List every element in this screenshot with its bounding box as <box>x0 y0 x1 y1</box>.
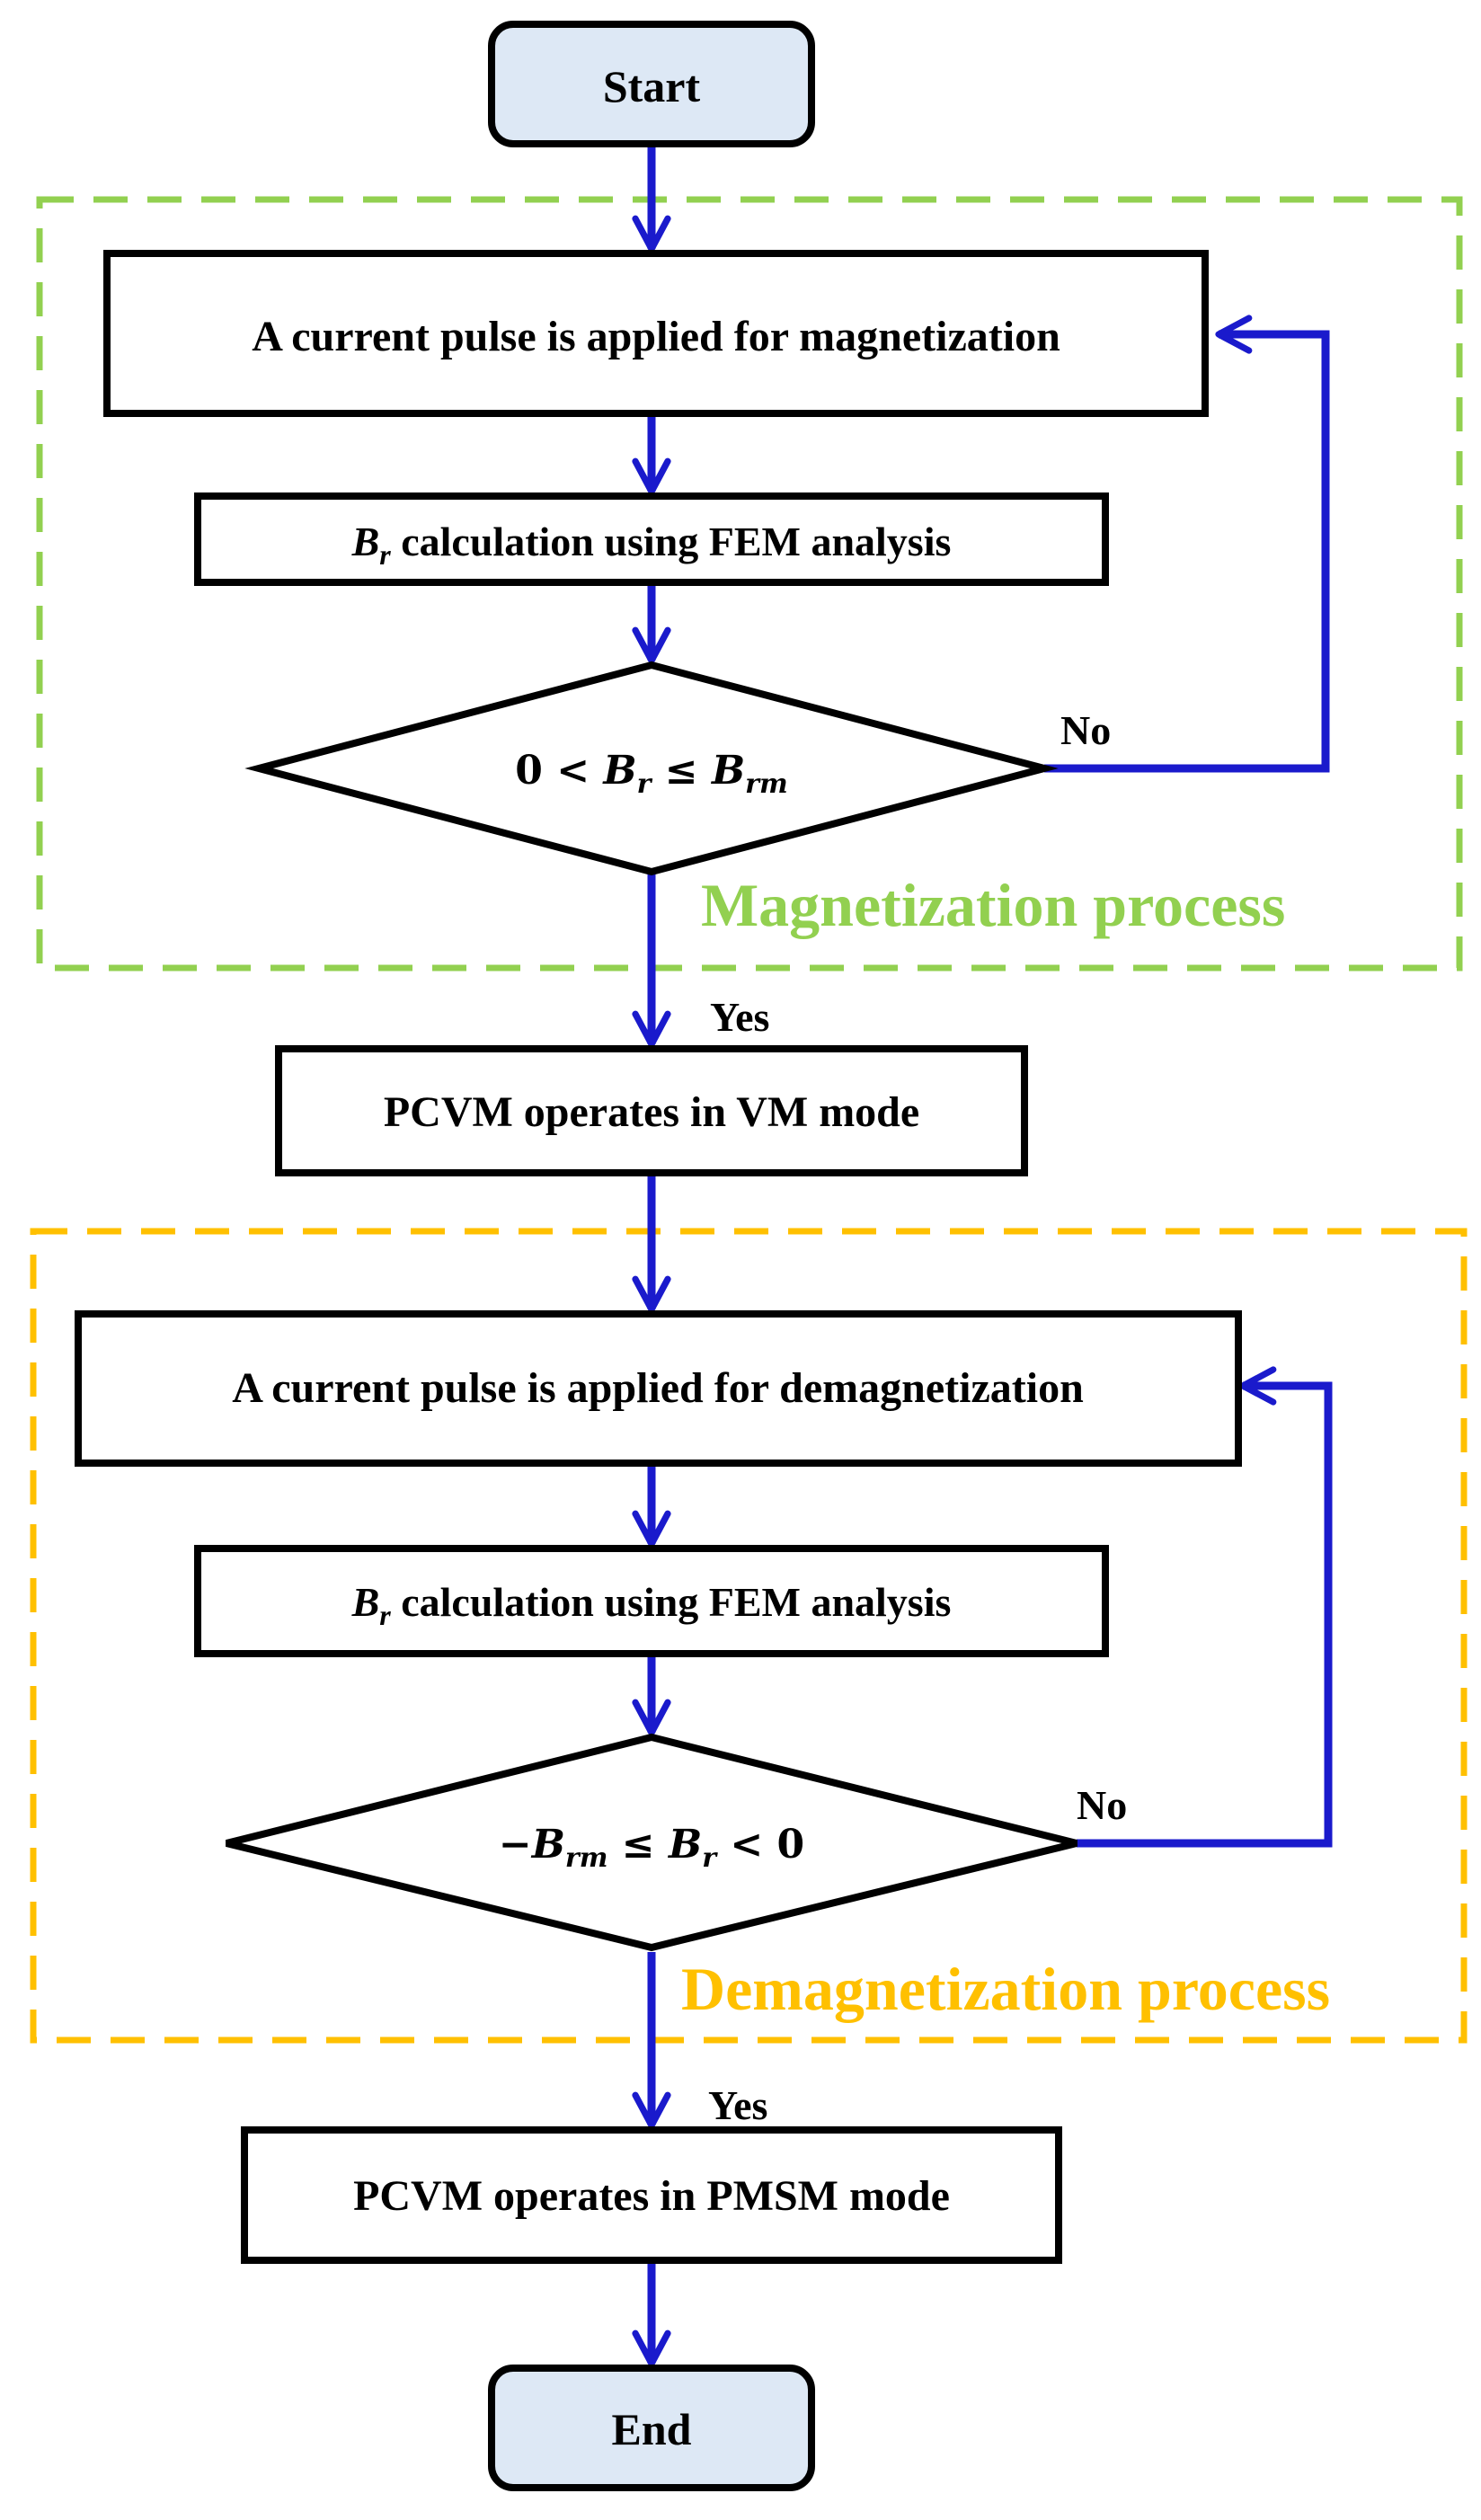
mag-pulse-label: A current pulse is applied for magnetiza… <box>252 313 1060 360</box>
start-terminal <box>488 21 815 147</box>
demag-no-label: No <box>1077 1782 1127 1828</box>
pmsm-mode-box <box>241 2126 1062 2264</box>
magnetization-group-box <box>36 196 1463 972</box>
demag-pulse-label: A current pulse is applied for demagneti… <box>232 1364 1084 1412</box>
mag-decision <box>244 661 1059 876</box>
vm-mode-box <box>275 1045 1028 1176</box>
end-label: End <box>612 2404 692 2454</box>
mag-yes-label: Yes <box>710 994 769 1040</box>
demag-yes-label: Yes <box>708 2082 767 2128</box>
demag-calc-box <box>194 1545 1109 1657</box>
mag-condition: 0 < Br ≤ Brm <box>515 748 787 800</box>
demag-cond-tail: < 0 <box>730 1822 804 1868</box>
magnetization-group-label: Magnetization process <box>701 871 1285 939</box>
demagnetization-group-box <box>30 1228 1468 2044</box>
demagnetization-group-label: Demagnetization process <box>681 1955 1330 2023</box>
end-terminal <box>488 2365 815 2491</box>
start-label: Start <box>603 61 701 111</box>
demag-decision <box>226 1733 1077 1952</box>
vm-mode-label: PCVM operates in VM mode <box>384 1088 919 1136</box>
mag-pulse-box <box>103 250 1209 417</box>
arrow-mag-no-loop <box>1044 315 1330 773</box>
mag-calc-box <box>194 492 1109 586</box>
demag-calc-label: calculation using FEM analysis <box>401 1579 951 1625</box>
mag-calc-label: calculation using FEM analysis <box>401 519 951 564</box>
mag-calc-text: Br calculation using FEM analysis <box>351 519 952 571</box>
demag-calc-text: Br calculation using FEM analysis <box>351 1579 952 1631</box>
arrow-demag-no-loop <box>1077 1366 1333 1848</box>
demag-condition: −Brm ≤ Br < 0 <box>499 1822 804 1874</box>
mag-no-label: No <box>1060 707 1111 753</box>
pmsm-mode-label: PCVM operates in PMSM mode <box>353 2172 950 2220</box>
demag-pulse-box <box>75 1310 1242 1467</box>
mag-cond-lead: 0 < <box>515 748 590 794</box>
